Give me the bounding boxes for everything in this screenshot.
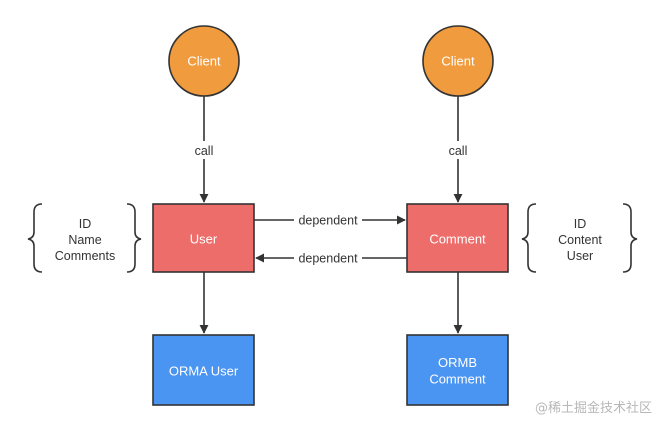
user-fields-left-brace [27, 203, 43, 273]
right-client-node: Client [422, 25, 494, 97]
user-fields-right-brace [126, 203, 142, 273]
backward-dependency-label: dependent [298, 252, 358, 266]
user-fields-group: ID Name Comments [27, 203, 142, 273]
ormb-label-line1: ORMB [438, 355, 477, 370]
comment-fields-left-brace [521, 203, 537, 273]
right-call-label: call [449, 144, 468, 158]
comment-service-node: Comment [406, 203, 509, 273]
comment-service-label: Comment [429, 232, 486, 247]
right-client-label: Client [441, 54, 475, 69]
backward-dependency-label-bg [294, 249, 362, 267]
user-service-node: User [152, 203, 255, 273]
comment-fields-group: ID Content User [521, 203, 638, 273]
left-call-label: call [195, 144, 214, 158]
left-client-node: Client [168, 25, 240, 97]
comment-field-id: ID [574, 217, 587, 231]
left-call-label-bg [186, 141, 222, 159]
forward-dependency-label: dependent [298, 214, 358, 228]
user-field-id: ID [79, 217, 92, 231]
forward-dependency-label-bg [294, 211, 362, 229]
ormb-comment-node: ORMB Comment [406, 334, 509, 406]
user-field-comments: Comments [55, 249, 115, 263]
comment-fields-right-brace [622, 203, 638, 273]
watermark-text: @稀土掘金技术社区 [535, 400, 652, 416]
right-call-label-bg [440, 141, 476, 159]
left-client-label: Client [187, 54, 221, 69]
comment-field-user: User [567, 249, 593, 263]
comment-field-content: Content [558, 233, 602, 247]
user-service-label: User [190, 232, 218, 247]
ormb-label-line2: Comment [429, 372, 486, 387]
user-field-name: Name [68, 233, 101, 247]
orma-user-label: ORMA User [169, 364, 239, 379]
orma-user-node: ORMA User [152, 334, 255, 406]
